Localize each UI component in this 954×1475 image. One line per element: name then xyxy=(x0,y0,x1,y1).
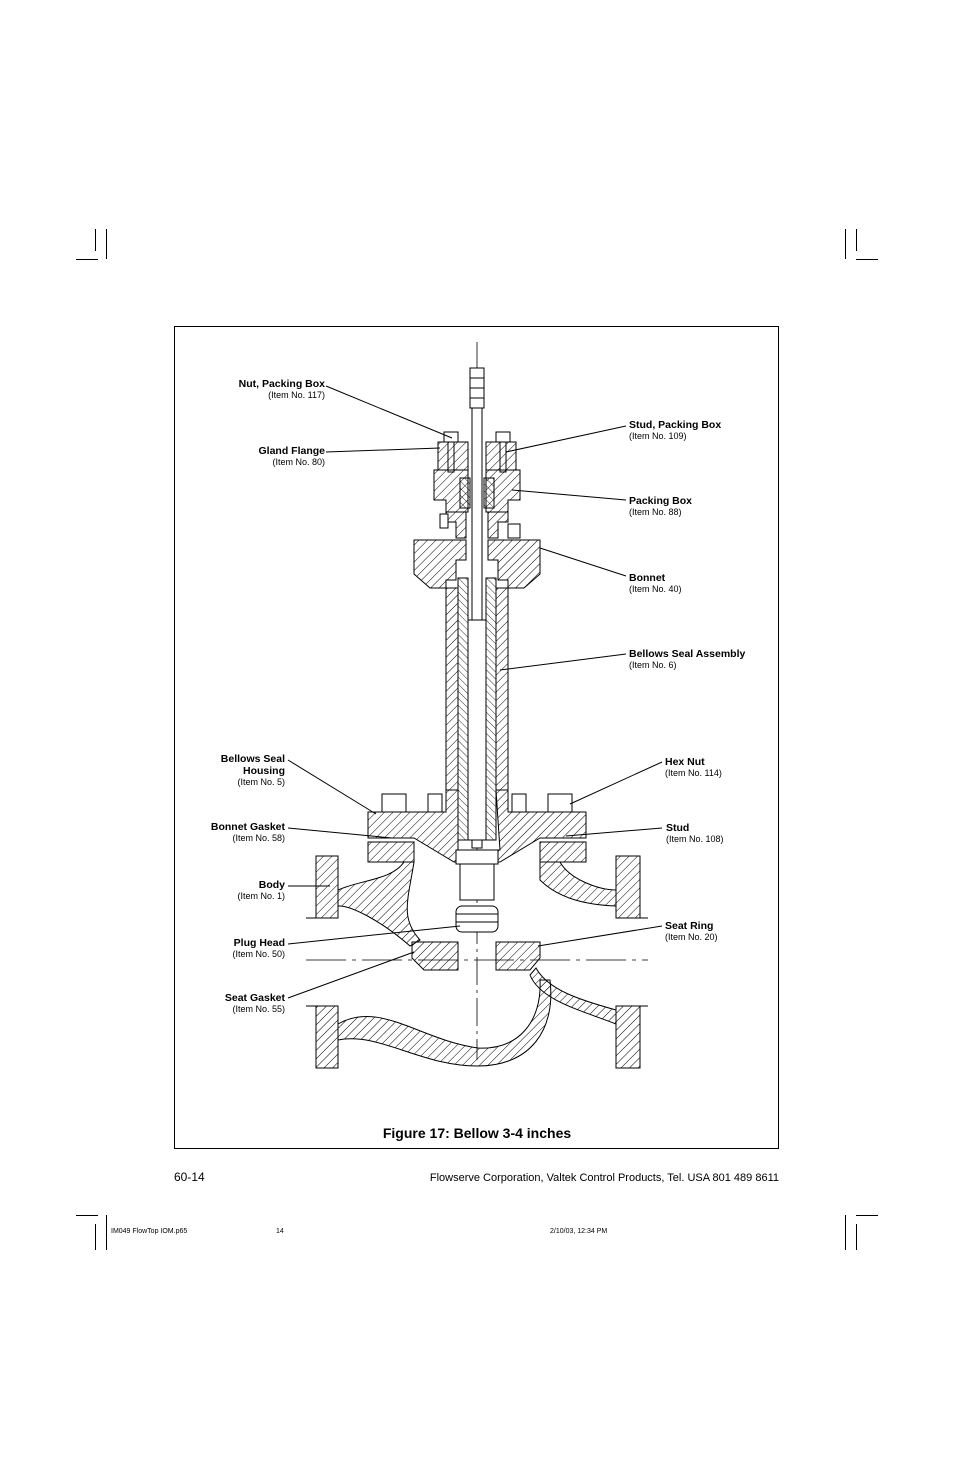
label-bonnet-name: Bonnet xyxy=(629,572,666,584)
label-packing-box-item: (Item No. 88) xyxy=(629,507,682,517)
label-nut-packing-box-item: (Item No. 117) xyxy=(268,390,325,400)
label-stud-packing-box-name: Stud, Packing Box xyxy=(629,419,722,431)
label-plug-head: Plug Head (Item No. 50) xyxy=(184,937,285,960)
footer-company: Flowserve Corporation, Valtek Control Pr… xyxy=(429,1172,779,1184)
label-hex-nut-item: (Item No. 114) xyxy=(665,768,722,778)
label-body-item: (Item No. 1) xyxy=(237,891,285,901)
label-bonnet-gasket: Bonnet Gasket (Item No. 58) xyxy=(184,821,285,844)
crop-mark-top-right-h xyxy=(856,259,878,260)
label-bonnet-gasket-name: Bonnet Gasket xyxy=(210,821,285,833)
crop-mark-bottom-right-v2 xyxy=(856,1224,857,1250)
label-bellows-seal-assembly-item: (Item No. 6) xyxy=(629,660,677,670)
label-gland-flange-item: (Item No. 80) xyxy=(272,457,325,467)
label-plug-head-item: (Item No. 50) xyxy=(232,949,285,959)
print-meta-file: IM049 FlowTop IOM.p65 xyxy=(111,1228,188,1235)
print-meta-timestamp: 2/10/03, 12:34 PM xyxy=(550,1228,608,1235)
label-bellows-seal-housing-item: (Item No. 5) xyxy=(237,777,285,787)
label-stud: Stud (Item No. 108) xyxy=(666,822,770,845)
label-packing-box: Packing Box (Item No. 88) xyxy=(629,495,769,518)
label-bellows-seal-housing-name2: Housing xyxy=(243,765,285,777)
crop-mark-bottom-right-h xyxy=(856,1215,878,1216)
label-hex-nut-name: Hex Nut xyxy=(665,756,705,768)
crop-mark-bottom-right-v1 xyxy=(845,1215,846,1250)
label-plug-head-name: Plug Head xyxy=(233,937,285,949)
label-gland-flange: Gland Flange (Item No. 80) xyxy=(184,445,325,468)
label-bellows-seal-assembly: Bellows Seal Assembly (Item No. 6) xyxy=(629,648,769,671)
crop-mark-top-left-h xyxy=(76,259,98,260)
label-gland-flange-name: Gland Flange xyxy=(258,445,325,457)
crop-mark-bottom-left-v2 xyxy=(106,1215,107,1250)
label-seat-gasket-name: Seat Gasket xyxy=(224,992,285,1004)
label-seat-gasket: Seat Gasket (Item No. 55) xyxy=(184,992,285,1015)
print-meta-page: 14 xyxy=(276,1228,284,1235)
figure-caption: Figure 17: Bellow 3-4 inches xyxy=(382,1125,572,1141)
label-seat-ring: Seat Ring (Item No. 20) xyxy=(665,920,769,943)
label-seat-gasket-item: (Item No. 55) xyxy=(232,1004,285,1014)
label-bellows-seal-housing: Bellows Seal Housing (Item No. 5) xyxy=(184,753,285,788)
crop-mark-top-right-v2 xyxy=(856,229,857,251)
label-stud-name: Stud xyxy=(666,822,690,834)
label-body-name: Body xyxy=(258,879,285,891)
label-stud-item: (Item No. 108) xyxy=(666,834,724,844)
crop-mark-top-right-v1 xyxy=(845,229,846,259)
label-nut-packing-box: Nut, Packing Box (Item No. 117) xyxy=(184,378,325,401)
label-bellows-seal-assembly-name: Bellows Seal Assembly xyxy=(629,648,746,660)
label-seat-ring-name: Seat Ring xyxy=(665,920,714,932)
label-stud-packing-box: Stud, Packing Box (Item No. 109) xyxy=(629,419,769,442)
label-bonnet-gasket-item: (Item No. 58) xyxy=(232,833,285,843)
label-stud-packing-box-item: (Item No. 109) xyxy=(629,431,687,441)
crop-mark-bottom-left-v1 xyxy=(95,1224,96,1250)
label-hex-nut: Hex Nut (Item No. 114) xyxy=(665,756,769,779)
page-number: 60-14 xyxy=(174,1170,205,1184)
label-bonnet-item: (Item No. 40) xyxy=(629,584,682,594)
label-bonnet: Bonnet (Item No. 40) xyxy=(629,572,769,595)
label-bellows-seal-housing-name1: Bellows Seal xyxy=(220,753,285,765)
label-body: Body (Item No. 1) xyxy=(184,879,285,902)
label-nut-packing-box-name: Nut, Packing Box xyxy=(238,378,325,390)
crop-mark-bottom-left-h xyxy=(76,1215,98,1216)
label-seat-ring-item: (Item No. 20) xyxy=(665,932,718,942)
crop-mark-top-left-v2 xyxy=(106,229,107,259)
crop-mark-top-left-v1 xyxy=(95,229,96,251)
label-packing-box-name: Packing Box xyxy=(629,495,693,507)
figure-frame xyxy=(174,326,779,1149)
